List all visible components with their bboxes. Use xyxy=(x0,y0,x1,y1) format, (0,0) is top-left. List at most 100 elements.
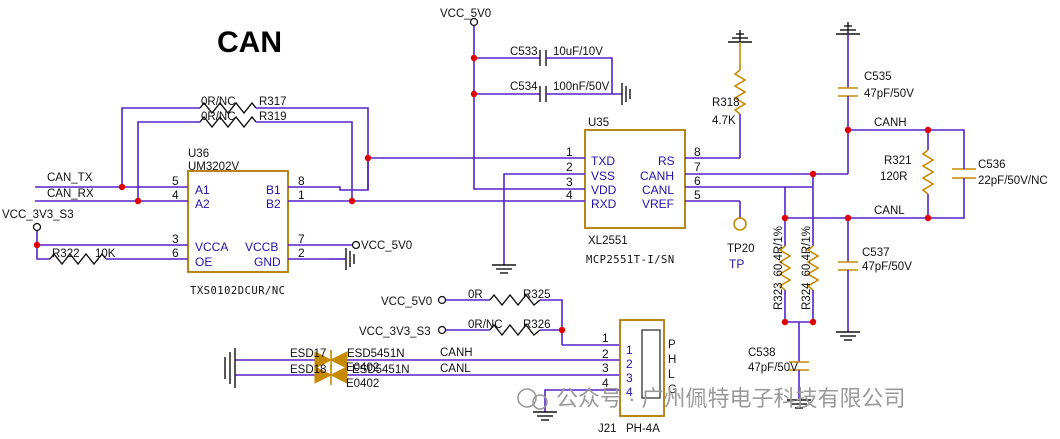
c533-gnd-wire xyxy=(546,57,613,94)
u36-level-shifter: U36 UM3202V TXS0102DCUR/NC 5 4 3 6 A1 A2… xyxy=(150,148,330,297)
junction-dot-c534 xyxy=(470,90,478,98)
u36-pin-num-5: 5 xyxy=(172,174,179,188)
u36-pin-name-vcca: VCCA xyxy=(195,240,228,254)
esd18-part: ESD5451N xyxy=(352,364,410,376)
c535-value: 47pF/50V xyxy=(864,88,914,100)
u36-pin-name-oe: OE xyxy=(195,255,212,269)
vcc33-left-port xyxy=(32,222,42,232)
u35-pin-num-8: 8 xyxy=(694,145,701,159)
r324-ref: R324 xyxy=(801,282,813,310)
r323-ref: R323 xyxy=(773,283,785,311)
junction-dot-can-tx xyxy=(118,183,126,191)
u36-pin-name-a1: A1 xyxy=(195,183,210,197)
j21-wire-num-2: 2 xyxy=(602,347,609,361)
c535-ground-symbol xyxy=(836,22,860,35)
vcc33-left-wire xyxy=(36,231,50,260)
j21-pin-4: 4 xyxy=(626,385,633,399)
vcc5-u36-port xyxy=(351,240,361,250)
junction-dot-r321-bottom xyxy=(924,214,932,222)
esd17-ref: ESD17 xyxy=(290,348,326,360)
canh-right-wire xyxy=(848,129,965,165)
r319-resistor xyxy=(199,115,257,129)
j21-outline xyxy=(641,329,661,399)
j21-pin4-wire xyxy=(544,389,620,412)
r317-left-wire xyxy=(121,107,200,187)
schematic-title: CAN xyxy=(217,26,282,59)
r319-right-wire xyxy=(256,121,353,201)
vcc5-u36-label: VCC_5V0 xyxy=(361,240,412,252)
watermark-logo-icon-b xyxy=(532,394,548,410)
j21-outline-l: L xyxy=(668,369,675,381)
u36-pin-name-gnd: GND xyxy=(254,255,281,269)
r318-resistor xyxy=(733,69,747,115)
esd18-ref: ESD18 xyxy=(290,364,326,376)
u35-pin-num-6: 6 xyxy=(694,174,701,188)
u36-pin-name-b1: B1 xyxy=(266,183,281,197)
c533-ref: C533 xyxy=(510,46,538,58)
r318-ref: R318 xyxy=(712,97,740,109)
esd18-diode xyxy=(314,365,348,385)
r325-resistor xyxy=(489,293,541,307)
r321-ref: R321 xyxy=(884,155,912,167)
u35-pin-num-4: 4 xyxy=(566,188,573,202)
c538-ground-symbol xyxy=(787,399,811,409)
u35-pin-name-canh: CANH xyxy=(640,169,674,183)
r321-value: 120R xyxy=(880,171,908,183)
r322-ref: R322 xyxy=(52,248,80,260)
c538-ref: C538 xyxy=(748,347,776,359)
esd17-package: E0402 xyxy=(346,362,379,374)
r318-value: 4.7K xyxy=(712,115,736,127)
tp20-value: TP xyxy=(729,257,744,271)
u36-pin-name-vccb: VCCB xyxy=(245,240,278,254)
r326-ref: R326 xyxy=(523,319,551,331)
c538-value: 47pF/50V xyxy=(748,362,798,374)
r324-value: 60.4R/1% xyxy=(801,226,813,277)
r317-resistor xyxy=(199,101,257,115)
j21-outline-g: G xyxy=(668,384,677,396)
vcc5-r325-port xyxy=(437,295,447,305)
j21-connector: 1 2 3 4 P H L G J21 PH-4A xyxy=(598,319,677,435)
r319-value: 0R/NC xyxy=(201,111,236,123)
j21-outline-h: H xyxy=(668,354,676,366)
watermark: 公众号 · 广州佩特电子科技有限公司 xyxy=(517,386,906,411)
c537-value: 47pF/50V xyxy=(862,261,912,273)
c533-value: 10uF/10V xyxy=(553,46,603,58)
j21-part: PH-4A xyxy=(626,423,660,435)
r322-value: 10K xyxy=(95,248,116,260)
j21-ref: J21 xyxy=(598,423,617,435)
r319-ref: R319 xyxy=(259,111,287,123)
junction-dot-rxd xyxy=(348,197,356,205)
canl-right-wire xyxy=(848,183,965,219)
u35-pin-name-vss: VSS xyxy=(591,169,615,183)
u35-pin-num-1: 1 xyxy=(566,145,573,159)
tp20-testpoint xyxy=(733,217,747,231)
r324-label: R324 60.4R/1% xyxy=(801,226,813,310)
j21-pin-1: 1 xyxy=(626,343,633,357)
u36-ref: U36 xyxy=(188,148,209,160)
u35-part: XL2551 xyxy=(588,235,628,247)
u35-pin-name-txd: TXD xyxy=(591,154,615,168)
r317-value: 0R/NC xyxy=(201,96,236,108)
r318-ground-symbol xyxy=(728,30,752,43)
u35-pin-name-rs: RS xyxy=(658,154,675,168)
vcc33-r326-label: VCC_3V3_S3 xyxy=(359,326,431,338)
junction-dot-r324-bottom xyxy=(809,318,817,326)
u36-pin-num-7: 7 xyxy=(298,232,305,246)
esd17-part: ESD5451N xyxy=(347,348,405,360)
junction-dot-r321-top xyxy=(924,126,932,134)
u36-pin-name-a2: A2 xyxy=(195,197,210,211)
r317-ref: R317 xyxy=(259,96,287,108)
r319-left-wire xyxy=(137,121,200,201)
u36-pin-num-3: 3 xyxy=(172,232,179,246)
net-label-can-rx: CAN_RX xyxy=(47,188,94,200)
u35-pin-name-vdd: VDD xyxy=(591,183,617,197)
watermark-text: 公众号 · 广州佩特电子科技有限公司 xyxy=(556,386,906,411)
c536-value: 22pF/50V/NC xyxy=(978,175,1048,187)
u36-pin-name-b2: B2 xyxy=(266,197,281,211)
r323-value: 60.4R/1% xyxy=(773,226,785,277)
r326-value: 0R/NC xyxy=(468,319,503,331)
u36-ground-symbol xyxy=(345,248,355,270)
u35-pin-name-canl: CANL xyxy=(642,183,674,197)
net-label-canh-bus: CANH xyxy=(874,117,907,129)
u36-pin-num-4: 4 xyxy=(172,188,179,202)
